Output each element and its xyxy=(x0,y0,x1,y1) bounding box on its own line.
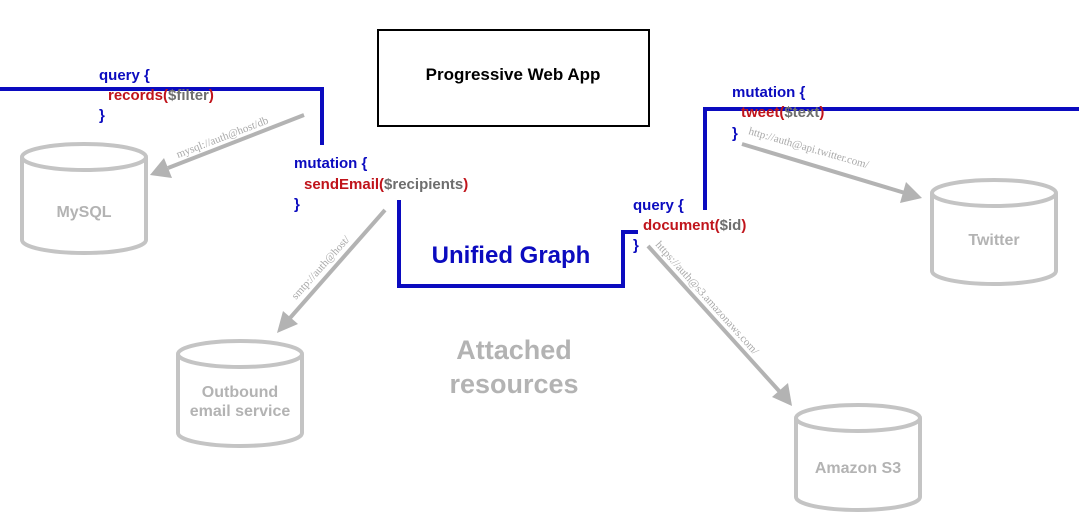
send-email-close: ) xyxy=(463,176,468,193)
document-end: } xyxy=(633,237,639,254)
tweet-keyword: mutation { xyxy=(732,84,805,101)
query-records: query { records($filter) } xyxy=(99,67,214,124)
amazon-s3-database: Amazon S3 xyxy=(794,403,922,512)
arrow-twitter xyxy=(741,142,922,203)
tweet-arg: $text xyxy=(784,104,819,121)
arrow-mysql xyxy=(150,113,305,178)
send-email-open: ( xyxy=(379,176,384,193)
email-label-line1: Outbound xyxy=(202,384,278,401)
records-open: ( xyxy=(163,87,168,104)
connection-s3: https://auth@s3.amazonaws.com/ xyxy=(653,239,762,358)
tweet-close: ) xyxy=(819,104,824,121)
attached-resources-label: Attached resources xyxy=(449,335,578,399)
document-name: document xyxy=(643,217,715,234)
document-keyword: query { xyxy=(633,197,684,214)
records-end: } xyxy=(99,107,105,124)
send-email-end: } xyxy=(294,196,300,213)
send-email-keyword: mutation { xyxy=(294,155,367,172)
svg-text:records($filter): records($filter) xyxy=(108,87,214,104)
document-close: ) xyxy=(741,217,746,234)
progressive-web-app-box: Progressive Web App xyxy=(377,29,650,127)
twitter-database: Twitter xyxy=(930,178,1058,286)
unified-graph-line xyxy=(0,87,1079,288)
arrow-smtp xyxy=(277,208,387,333)
tweet-open: ( xyxy=(779,104,784,121)
records-keyword: query { xyxy=(99,67,150,84)
connection-mysql: mysql://auth@host/db xyxy=(175,114,271,160)
send-email-name: sendEmail xyxy=(304,176,379,193)
connection-smtp: smtp://auth@host/ xyxy=(289,233,353,302)
send-email-arg: $recipients xyxy=(384,176,463,193)
attached-line2: resources xyxy=(449,369,578,399)
email-service-database: Outbound email service xyxy=(176,339,304,448)
twitter-label: Twitter xyxy=(968,232,1019,249)
s3-label: Amazon S3 xyxy=(815,460,901,477)
mutation-send-email: mutation { sendEmail($recipients) } xyxy=(294,155,468,213)
document-open: ( xyxy=(715,217,720,234)
records-arg: $filter xyxy=(168,87,209,104)
unified-graph-title: Unified Graph xyxy=(432,242,591,269)
tweet-name: tweet xyxy=(741,104,779,121)
svg-text:tweet($text): tweet($text) xyxy=(741,104,824,121)
mutation-tweet: mutation { tweet($text) } xyxy=(732,84,824,142)
document-arg: $id xyxy=(720,217,742,234)
svg-text:sendEmail($recipients): sendEmail($recipients) xyxy=(304,176,468,193)
records-close: ) xyxy=(209,87,214,104)
attached-line1: Attached xyxy=(456,335,572,365)
svg-text:document($id): document($id) xyxy=(643,217,746,234)
email-label-line2: email service xyxy=(190,403,291,420)
arrow-s3 xyxy=(646,244,792,406)
mysql-database: MySQL xyxy=(20,142,148,255)
tweet-end: } xyxy=(732,125,738,142)
query-document: query { document($id) } xyxy=(633,197,746,254)
app-title: Progressive Web App xyxy=(426,65,601,84)
mysql-label: MySQL xyxy=(56,204,111,221)
records-name: records xyxy=(108,87,163,104)
